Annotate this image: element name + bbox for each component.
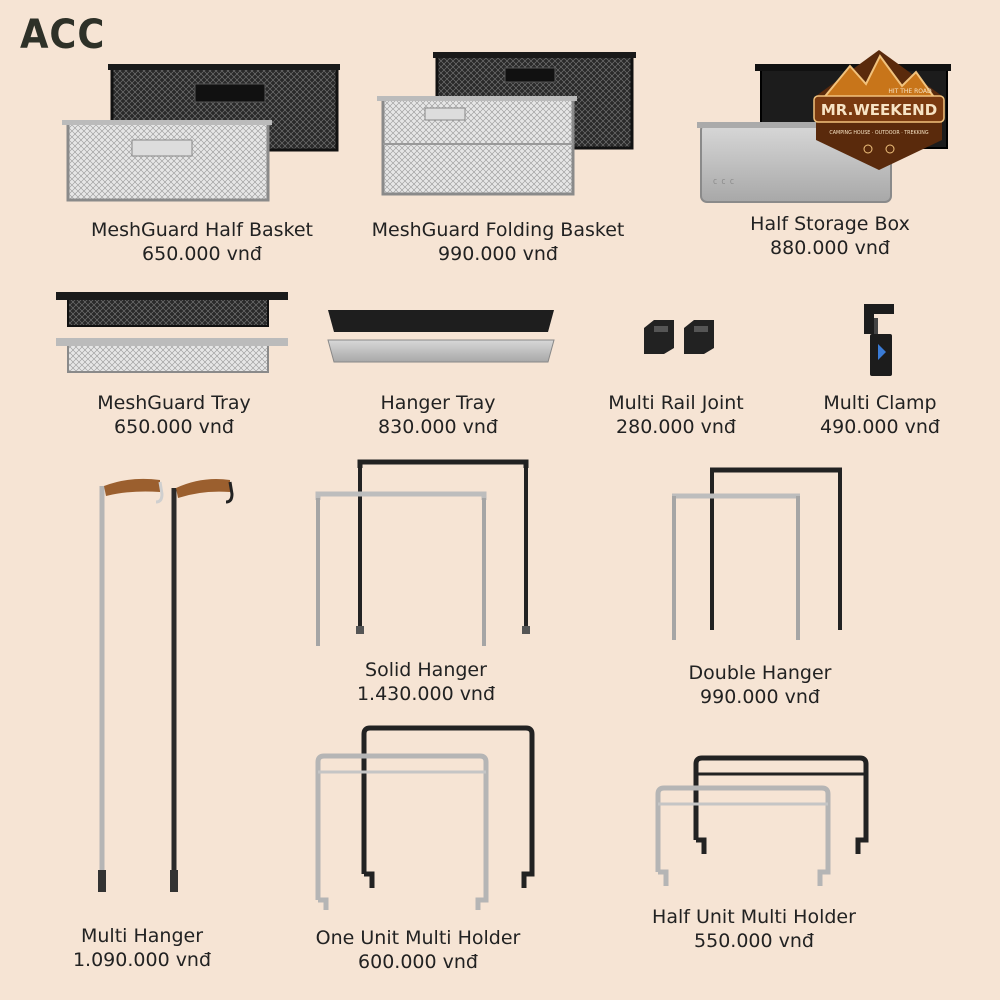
caption-multi-clamp: Multi Clamp 490.000 vnđ [800, 391, 960, 439]
caption-meshguard-half-basket: MeshGuard Half Basket 650.000 vnđ [72, 218, 332, 266]
logo-subline: CAMPING HOUSE · OUTDOOR · TREKKING [829, 130, 928, 136]
product-price: 650.000 vnđ [114, 416, 234, 438]
product-name: MeshGuard Half Basket [91, 219, 313, 241]
product-price: 650.000 vnđ [142, 243, 262, 265]
meshguard-folding-basket-image [377, 52, 636, 196]
caption-hanger-tray: Hanger Tray 830.000 vnđ [338, 391, 538, 439]
product-price: 1.090.000 vnđ [72, 949, 212, 971]
product-name: Half Storage Box [750, 213, 910, 235]
logo-name: MR.WEEKEND [821, 101, 937, 119]
mr-weekend-logo: MR.WEEKEND HIT THE ROAD CAMPING HOUSE · … [813, 50, 945, 170]
caption-multi-hanger: Multi Hanger 1.090.000 vnđ [42, 924, 242, 972]
meshguard-tray-image [56, 292, 288, 373]
product-name: One Unit Multi Holder [315, 927, 521, 949]
product-price: 990.000 vnđ [700, 686, 820, 708]
caption-one-unit-multi-holder: One Unit Multi Holder 600.000 vnđ [298, 926, 538, 974]
caption-half-storage-box: Half Storage Box 880.000 vnđ [730, 212, 930, 260]
product-name: Half Unit Multi Holder [652, 906, 856, 928]
product-name: Multi Rail Joint [608, 392, 744, 414]
meshguard-half-basket-image [62, 64, 340, 202]
svg-text:C C C: C C C [713, 178, 734, 186]
product-name: Multi Hanger [80, 925, 203, 947]
product-price: 830.000 vnđ [378, 416, 498, 438]
caption-half-unit-multi-holder: Half Unit Multi Holder 550.000 vnđ [634, 905, 874, 953]
caption-solid-hanger: Solid Hanger 1.430.000 vnđ [326, 658, 526, 706]
caption-double-hanger: Double Hanger 990.000 vnđ [660, 661, 860, 709]
product-price: 550.000 vnđ [694, 930, 814, 952]
logo-tagline: HIT THE ROAD [888, 88, 932, 95]
brand-title: ACC [20, 12, 106, 58]
product-price: 990.000 vnđ [438, 243, 558, 265]
product-name: Solid Hanger [365, 659, 487, 681]
hanger-tray-image [327, 310, 555, 363]
double-hanger-image [672, 467, 842, 640]
product-price: 600.000 vnđ [358, 951, 478, 973]
caption-meshguard-tray: MeshGuard Tray 650.000 vnđ [64, 391, 284, 439]
product-name: Double Hanger [688, 662, 832, 684]
product-price: 1.430.000 vnđ [356, 683, 496, 705]
product-name: Hanger Tray [380, 392, 496, 414]
product-price: 280.000 vnđ [616, 416, 736, 438]
product-name: MeshGuard Tray [97, 392, 251, 414]
product-name: Multi Clamp [823, 392, 937, 414]
half-unit-multi-holder-image [655, 755, 869, 886]
multi-clamp-image [864, 304, 894, 376]
tent-icon [863, 144, 873, 154]
compass-icon [885, 144, 895, 154]
product-price: 880.000 vnđ [770, 237, 890, 259]
product-name: MeshGuard Folding Basket [371, 219, 625, 241]
multi-hanger-image [98, 478, 234, 892]
product-price: 490.000 vnđ [820, 416, 940, 438]
caption-meshguard-folding-basket: MeshGuard Folding Basket 990.000 vnđ [358, 218, 638, 266]
solid-hanger-image [315, 459, 530, 646]
caption-multi-rail-joint: Multi Rail Joint 280.000 vnđ [586, 391, 766, 439]
multi-rail-joint-image [644, 320, 714, 354]
one-unit-multi-holder-image [315, 725, 535, 910]
